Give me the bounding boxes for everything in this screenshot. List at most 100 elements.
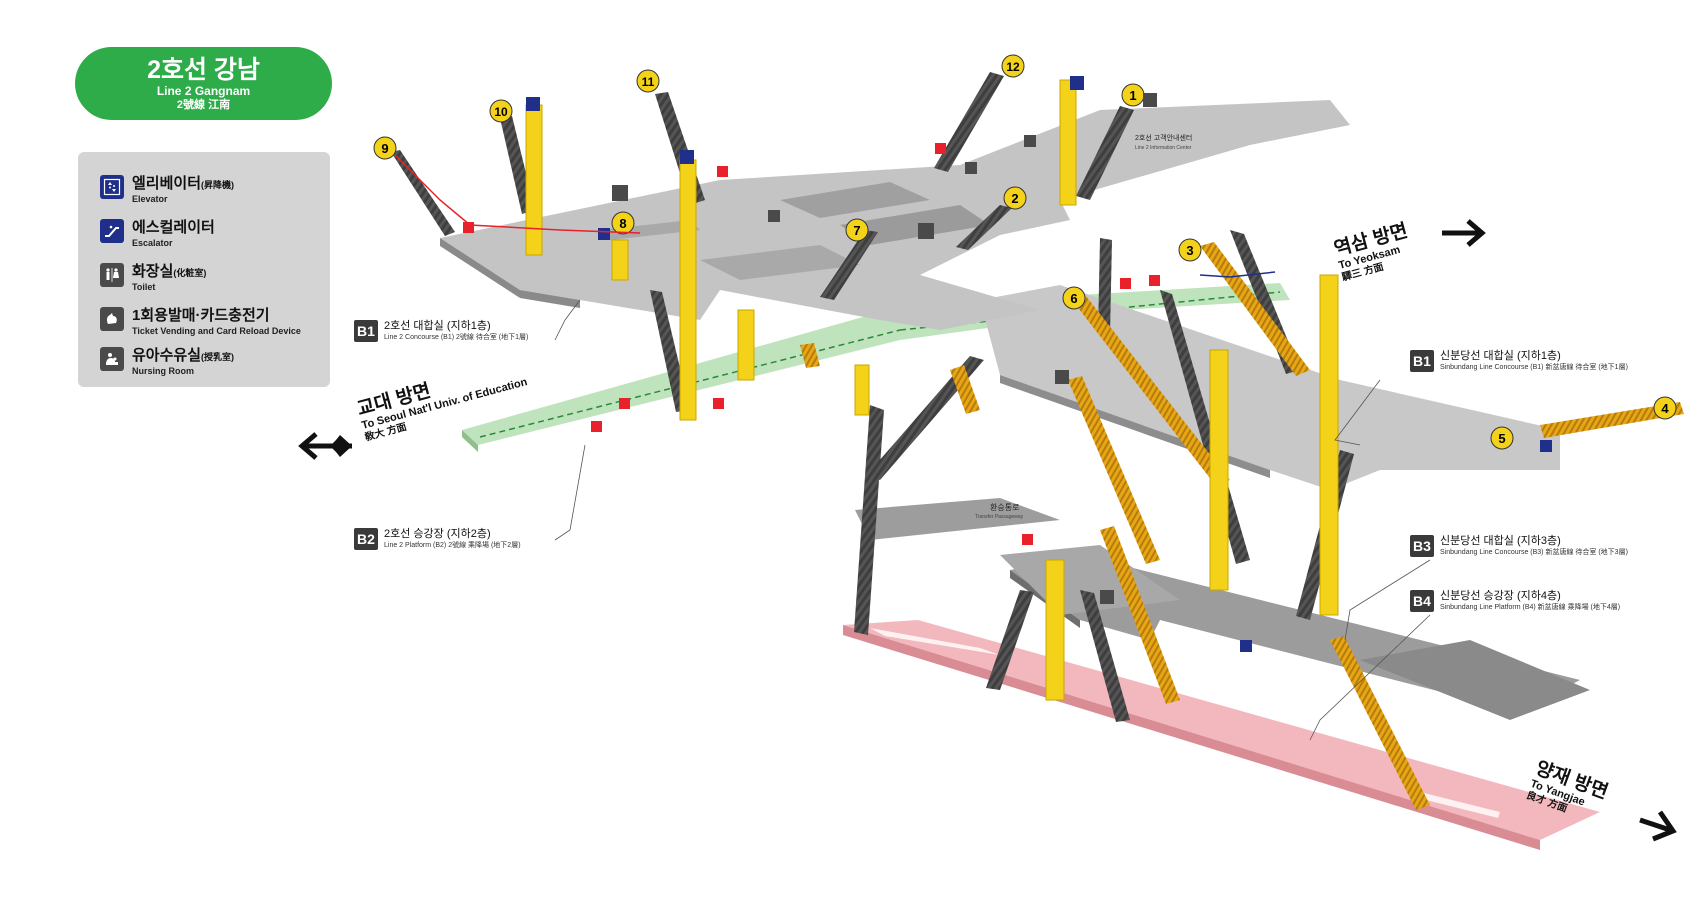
exit-8-marker[interactable]: 8 bbox=[611, 211, 635, 235]
exit-number: 6 bbox=[1070, 291, 1077, 306]
legend-item-nursing: 유아수유실(授乳室) Nursing Room bbox=[100, 347, 234, 377]
elevator-icon bbox=[100, 175, 124, 199]
exit-4-marker[interactable]: 4 bbox=[1653, 396, 1677, 420]
toilet-icon bbox=[918, 223, 934, 239]
toilet-icon bbox=[100, 263, 124, 287]
floor-badge: B1 bbox=[354, 320, 378, 342]
ticket-gate-icon bbox=[1022, 534, 1033, 545]
legend-label: 화장실 bbox=[132, 263, 174, 280]
elevator-columns bbox=[525, 79, 1339, 701]
exit-number: 10 bbox=[494, 105, 508, 119]
elevator-icon bbox=[1070, 76, 1084, 90]
toilet-icon bbox=[1143, 93, 1157, 107]
ticket-gate-icon bbox=[713, 398, 724, 409]
ticket-machine-icon bbox=[100, 307, 124, 331]
floor-name-en: Sinbundang Line Concourse (B3) 新盆唐線 待合室 … bbox=[1440, 549, 1628, 556]
exit-2-marker[interactable]: 2 bbox=[1003, 186, 1027, 210]
nursing-room-icon bbox=[1024, 135, 1036, 147]
route-arrow bbox=[394, 154, 641, 234]
legend-panel: 엘리베이터(昇降機) Elevator 에스컬레이터 Escalator 화장실… bbox=[78, 152, 330, 387]
exit-10-marker[interactable]: 10 bbox=[489, 99, 513, 123]
floor-name: 신분당선 승강장 (지하4층) bbox=[1440, 590, 1561, 602]
exit-11-marker[interactable]: 11 bbox=[636, 69, 660, 93]
legend-label-en: Toilet bbox=[132, 282, 156, 292]
direction-arrows bbox=[298, 219, 1677, 842]
exit-1-marker[interactable]: 1 bbox=[1121, 83, 1145, 107]
exit-number: 1 bbox=[1129, 88, 1136, 103]
ticket-gate-icon bbox=[1120, 278, 1131, 289]
exit-6-marker[interactable]: 6 bbox=[1062, 286, 1086, 310]
floor-label-b3-sinbundang: B3 신분당선 대합실 (지하3층) Sinbundang Line Conco… bbox=[1410, 535, 1628, 557]
legend-label-en: Escalator bbox=[132, 238, 173, 248]
station-title: 2호선 강남 Line 2 Gangnam 2號線 江南 bbox=[75, 47, 332, 120]
exit-number: 12 bbox=[1006, 60, 1020, 74]
legend-label-en: Ticket Vending and Card Reload Device bbox=[132, 326, 301, 336]
exit-markers: 1 2 3 4 5 6 7 8 9 10 11 12 bbox=[373, 54, 1677, 450]
floor-name-en: Sinbundang Line Concourse (B1) 新盆唐線 待合室 … bbox=[1440, 364, 1628, 371]
legend-label-en: Nursing Room bbox=[132, 366, 194, 376]
station-name-hanja: 2號線 江南 bbox=[176, 98, 231, 111]
floor-badge: B2 bbox=[354, 528, 378, 550]
station-name: 2호선 강남 bbox=[147, 55, 260, 84]
exit-3-marker[interactable]: 3 bbox=[1178, 238, 1202, 262]
exit-number: 4 bbox=[1661, 401, 1669, 416]
ticket-machine-icon bbox=[965, 162, 977, 174]
ticket-gate-icon bbox=[463, 222, 474, 233]
ticket-gate-icon bbox=[619, 398, 630, 409]
toilet-icon bbox=[1055, 370, 1069, 384]
floor-name-en: Line 2 Platform (B2) 2號線 乘降場 (地下2層) bbox=[384, 542, 521, 549]
floor-label-b2-line2: B2 2호선 승강장 (지하2층) Line 2 Platform (B2) 2… bbox=[354, 528, 521, 550]
legend-label-en: Elevator bbox=[132, 194, 168, 204]
toilet-icon bbox=[1100, 590, 1114, 604]
legend-item-escalator: 에스컬레이터 Escalator bbox=[100, 219, 215, 249]
info-center-label-en: Line 2 Information Center bbox=[1135, 145, 1192, 151]
ticket-machine-icon bbox=[768, 210, 780, 222]
exit-12-marker[interactable]: 12 bbox=[1001, 54, 1025, 78]
escalator-icon bbox=[100, 219, 124, 243]
info-center-label: 2호선 고객안내센터 bbox=[1135, 133, 1192, 142]
escalator-icon bbox=[1540, 440, 1552, 452]
legend-item-toilet: 화장실(化粧室) Toilet bbox=[100, 263, 206, 293]
nursing-room-icon bbox=[100, 347, 124, 371]
escalators-group bbox=[800, 242, 1684, 810]
floor-label-b1-line2: B1 2호선 대합실 (지하1층) Line 2 Concourse (B1) … bbox=[354, 320, 528, 342]
floor-name-en: Sinbundang Line Platform (B4) 新盆唐線 乘降場 (… bbox=[1440, 604, 1621, 611]
transfer-passage-label-en: Transfer Passageway bbox=[975, 514, 1024, 520]
facility-icons bbox=[463, 76, 1552, 652]
station-name-en: Line 2 Gangnam bbox=[156, 83, 251, 98]
legend-sub: (化粧室) bbox=[173, 268, 207, 278]
exit-number: 8 bbox=[619, 216, 626, 231]
legend-sub: (授乳室) bbox=[201, 352, 235, 362]
exit-7-marker[interactable]: 7 bbox=[845, 218, 869, 242]
elevator-icon bbox=[680, 150, 694, 164]
floor-name: 2호선 대합실 (지하1층) bbox=[384, 320, 491, 332]
legend-sub: (昇降機) bbox=[201, 180, 235, 190]
floor-name-en: Line 2 Concourse (B1) 2號線 待合室 (地下1層) bbox=[384, 334, 529, 341]
ticket-gate-icon bbox=[717, 166, 728, 177]
floor-name: 2호선 승강장 (지하2층) bbox=[384, 528, 491, 540]
escalator-icon bbox=[1240, 640, 1252, 652]
legend-label: 1회용발매·카드충전기 bbox=[132, 307, 270, 324]
elevator-icon bbox=[526, 97, 540, 111]
legend-label: 유아수유실 bbox=[132, 347, 202, 364]
legend-item-ticket: 1회용발매·카드충전기 Ticket Vending and Card Relo… bbox=[100, 307, 301, 337]
floor-name: 신분당선 대합실 (지하1층) bbox=[1440, 350, 1561, 362]
ticket-gate-icon bbox=[1149, 275, 1160, 286]
floor-label-b1-sinbundang: B1 신분당선 대합실 (지하1층) Sinbundang Line Conco… bbox=[1410, 350, 1628, 372]
exit-number: 7 bbox=[853, 223, 860, 238]
legend-label: 엘리베이터 bbox=[132, 175, 202, 192]
escalator-icon bbox=[598, 228, 610, 240]
exit-9-marker[interactable]: 9 bbox=[373, 136, 397, 160]
leader-lines bbox=[554, 299, 1431, 741]
transfer-passage-label: 환승통로 bbox=[990, 502, 1019, 512]
b1-line2-concourse bbox=[440, 100, 1350, 330]
exit-number: 5 bbox=[1498, 431, 1505, 446]
exit-number: 11 bbox=[642, 75, 655, 89]
exit-number: 3 bbox=[1186, 243, 1193, 258]
floor-label-b4-sinbundang: B4 신분당선 승강장 (지하4층) Sinbundang Line Platf… bbox=[1410, 590, 1620, 612]
toilet-icon bbox=[612, 185, 628, 201]
exit-5-marker[interactable]: 5 bbox=[1490, 426, 1514, 450]
ticket-gate-icon bbox=[591, 421, 602, 432]
floor-badge: B4 bbox=[1410, 590, 1434, 612]
